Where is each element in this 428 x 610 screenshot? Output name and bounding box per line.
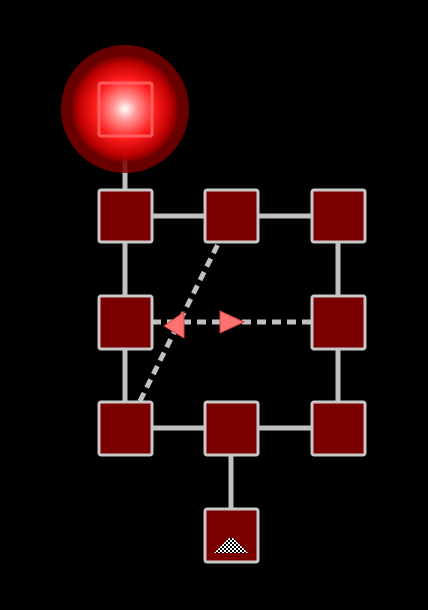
node-exit[interactable] (203, 507, 260, 564)
node-start-square (97, 81, 154, 138)
active-glow-inner (70, 54, 180, 164)
node-r2c1[interactable] (97, 294, 154, 351)
node-r3c1[interactable] (97, 400, 154, 457)
node-r1c1[interactable] (97, 188, 154, 244)
grid-nodes (97, 188, 367, 564)
right-arrow-icon (219, 310, 246, 334)
node-r3c2[interactable] (203, 400, 260, 457)
node-r1c3[interactable] (310, 188, 367, 244)
node-start[interactable] (61, 45, 189, 173)
left-arrow-icon (163, 311, 185, 339)
node-r2c3[interactable] (310, 294, 367, 351)
node-r1c2[interactable] (203, 188, 260, 244)
active-ring (73, 57, 177, 161)
checkered-flag-icon (214, 538, 248, 553)
node-r3c3[interactable] (310, 400, 367, 457)
path-links (122, 130, 341, 509)
